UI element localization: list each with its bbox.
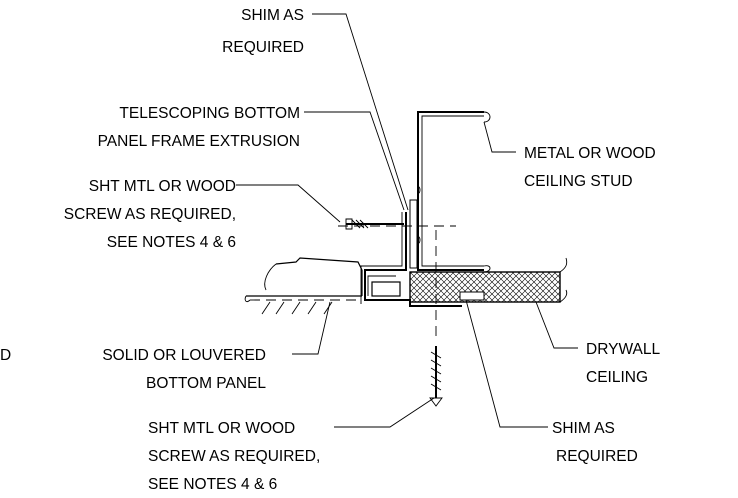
svg-text:SHT MTL OR WOOD: SHT MTL OR WOOD xyxy=(89,178,236,195)
svg-text:BOTTOM PANEL: BOTTOM PANEL xyxy=(146,375,266,392)
label-shim-top: SHIM AS REQUIRED xyxy=(222,7,304,56)
label-telescoping-extrusion: TELESCOPING BOTTOM PANEL FRAME EXTRUSION xyxy=(98,105,300,150)
label-drywall-ceiling: DRYWALL CEILING xyxy=(586,341,660,386)
svg-text:CEILING: CEILING xyxy=(586,369,648,386)
svg-text:SHT MTL OR WOOD: SHT MTL OR WOOD xyxy=(148,420,295,437)
svg-text:CEILING STUD: CEILING STUD xyxy=(524,173,633,190)
shim-vertical xyxy=(409,185,421,269)
ceiling-stud xyxy=(417,111,491,273)
label-edge-fragment: D xyxy=(0,347,11,364)
svg-text:REQUIRED: REQUIRED xyxy=(222,39,304,56)
svg-text:SOLID OR LOUVERED: SOLID OR LOUVERED xyxy=(102,347,266,364)
leader-lines xyxy=(236,13,578,428)
svg-text:SHIM AS: SHIM AS xyxy=(241,7,304,24)
svg-text:REQUIRED: REQUIRED xyxy=(556,448,638,465)
label-ceiling-stud: METAL OR WOOD CEILING STUD xyxy=(524,145,656,190)
bottom-screw-icon xyxy=(429,346,443,407)
svg-text:SEE NOTES 4 & 6: SEE NOTES 4 & 6 xyxy=(148,476,277,493)
shim-bottom xyxy=(459,291,485,301)
svg-text:SCREW AS REQUIRED,: SCREW AS REQUIRED, xyxy=(148,448,320,465)
label-bottom-screw: SHT MTL OR WOOD SCREW AS REQUIRED, SEE N… xyxy=(148,420,320,493)
svg-text:SHIM AS: SHIM AS xyxy=(552,420,615,437)
svg-text:SEE NOTES 4 & 6: SEE NOTES 4 & 6 xyxy=(107,234,236,251)
bottom-panel xyxy=(244,257,363,315)
label-side-screw: SHT MTL OR WOOD SCREW AS REQUIRED, SEE N… xyxy=(64,178,236,251)
svg-text:SCREW AS REQUIRED,: SCREW AS REQUIRED, xyxy=(64,206,236,223)
svg-text:DRYWALL: DRYWALL xyxy=(586,341,660,358)
svg-text:METAL OR WOOD: METAL OR WOOD xyxy=(524,145,656,162)
label-shim-bottom: SHIM AS REQUIRED xyxy=(552,420,638,465)
telescoping-frame-extrusion xyxy=(360,212,462,307)
drywall-ceiling xyxy=(409,257,568,303)
svg-text:TELESCOPING BOTTOM: TELESCOPING BOTTOM xyxy=(119,105,300,122)
label-bottom-panel: SOLID OR LOUVERED BOTTOM PANEL xyxy=(102,347,266,392)
side-screw-icon xyxy=(345,218,404,230)
svg-text:PANEL FRAME EXTRUSION: PANEL FRAME EXTRUSION xyxy=(98,133,300,150)
